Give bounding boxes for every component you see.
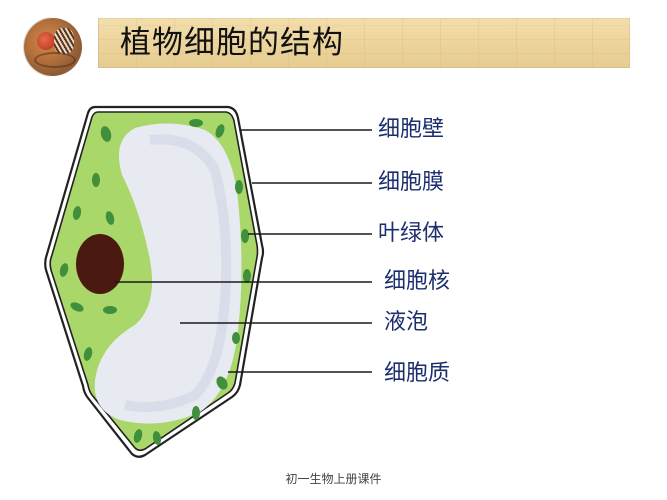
logo-nucleus xyxy=(37,32,55,50)
label-vacuole: 液泡 xyxy=(384,310,429,335)
logo-ring xyxy=(34,52,76,68)
chloroplasts xyxy=(59,119,251,445)
leader-lines xyxy=(115,129,372,373)
label-chloroplast: 叶绿体 xyxy=(378,221,445,246)
label-nucleus: 细胞核 xyxy=(384,269,451,294)
nucleus-shape xyxy=(76,234,124,294)
vacuole-shading xyxy=(124,134,232,412)
label-cell-wall: 细胞壁 xyxy=(378,117,445,142)
plant-cell-logo-icon xyxy=(24,18,82,76)
footer-caption: 初一生物上册课件 xyxy=(285,472,382,486)
label-cell-membrane: 细胞膜 xyxy=(378,170,445,195)
logo-organelle xyxy=(54,28,74,54)
label-cytoplasm: 细胞质 xyxy=(384,361,451,386)
title-bar: 植物细胞的结构 xyxy=(98,18,630,68)
page-title: 植物细胞的结构 xyxy=(120,25,344,61)
vacuole-shape xyxy=(94,123,242,424)
